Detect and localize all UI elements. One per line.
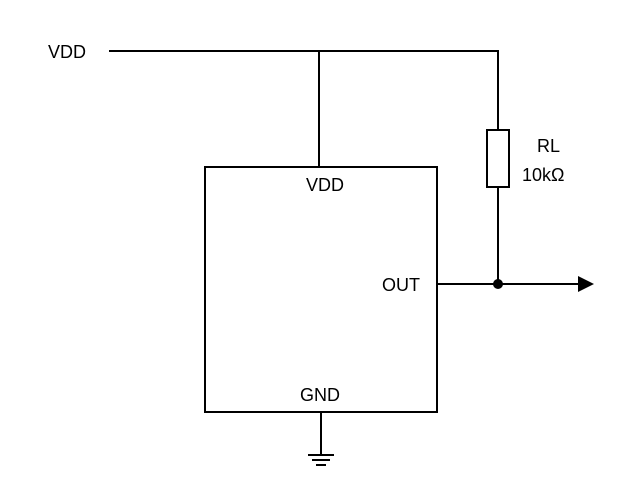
resistor-value-label: 10kΩ xyxy=(522,165,564,185)
output-arrow-icon xyxy=(578,276,594,292)
ground-icon xyxy=(308,411,334,466)
ic-vdd-pin-label: VDD xyxy=(306,175,344,195)
ic-gnd-pin-label: GND xyxy=(300,385,340,405)
resistor-name-label: RL xyxy=(537,136,560,156)
load-resistor xyxy=(486,129,510,188)
ic-out-pin-label: OUT xyxy=(382,275,420,295)
vdd-supply-label: VDD xyxy=(48,42,86,62)
junction-dot xyxy=(493,279,503,289)
